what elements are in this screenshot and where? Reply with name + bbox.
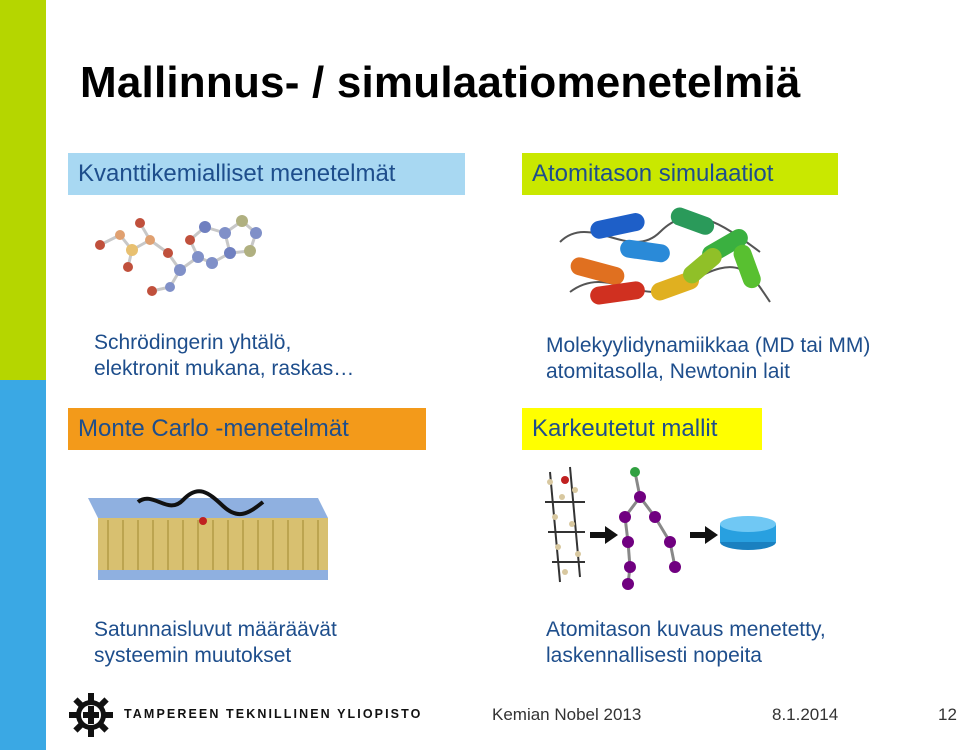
protein-image bbox=[559, 207, 771, 305]
coarse-heading: Karkeutetut mallit bbox=[522, 408, 762, 450]
membrane-image bbox=[88, 489, 328, 580]
atomistic-description: Molekyylidynamiikkaa (MD tai MM) atomita… bbox=[546, 333, 870, 385]
quantum-description: Schrödingerin yhtälö, elektronit mukana,… bbox=[94, 330, 354, 382]
montecarlo-line-2: systeemin muutokset bbox=[94, 644, 292, 667]
coarse-description: Atomitason kuvaus menetetty, laskennalli… bbox=[546, 617, 826, 669]
quantum-line-2: elektronit mukana, raskas… bbox=[94, 357, 355, 380]
footer-university: TAMPEREEN TEKNILLINEN YLIOPISTO bbox=[124, 707, 423, 721]
slide-title: Mallinnus- / simulaatiomenetelmiä bbox=[80, 58, 801, 107]
atomistic-line-2: atomitasolla, Newtonin lait bbox=[546, 360, 790, 383]
coarse-grain-image bbox=[545, 466, 776, 590]
montecarlo-line-1: Satunnaisluvut määräävät bbox=[94, 618, 337, 641]
quantum-line-1: Schrödingerin yhtälö, bbox=[94, 331, 292, 354]
coarse-line-1: Atomitason kuvaus menetetty, bbox=[546, 618, 826, 641]
gear-logo-icon bbox=[69, 693, 113, 737]
coarse-line-2: laskennallisesti nopeita bbox=[546, 644, 762, 667]
atomistic-heading: Atomitason simulaatiot bbox=[522, 153, 838, 195]
side-accent-blue bbox=[0, 380, 46, 750]
montecarlo-heading: Monte Carlo -menetelmät bbox=[68, 408, 426, 450]
montecarlo-description: Satunnaisluvut määräävät systeemin muuto… bbox=[94, 617, 337, 669]
atomistic-line-1: Molekyylidynamiikkaa (MD tai MM) bbox=[546, 334, 871, 357]
molecule-image bbox=[95, 215, 262, 296]
footer-date: 8.1.2014 bbox=[772, 705, 839, 724]
page-number: 12 bbox=[938, 705, 957, 724]
quantum-heading: Kvanttikemialliset menetelmät bbox=[68, 153, 465, 195]
side-accent-green bbox=[0, 0, 46, 380]
footer-event: Kemian Nobel 2013 bbox=[492, 705, 642, 724]
